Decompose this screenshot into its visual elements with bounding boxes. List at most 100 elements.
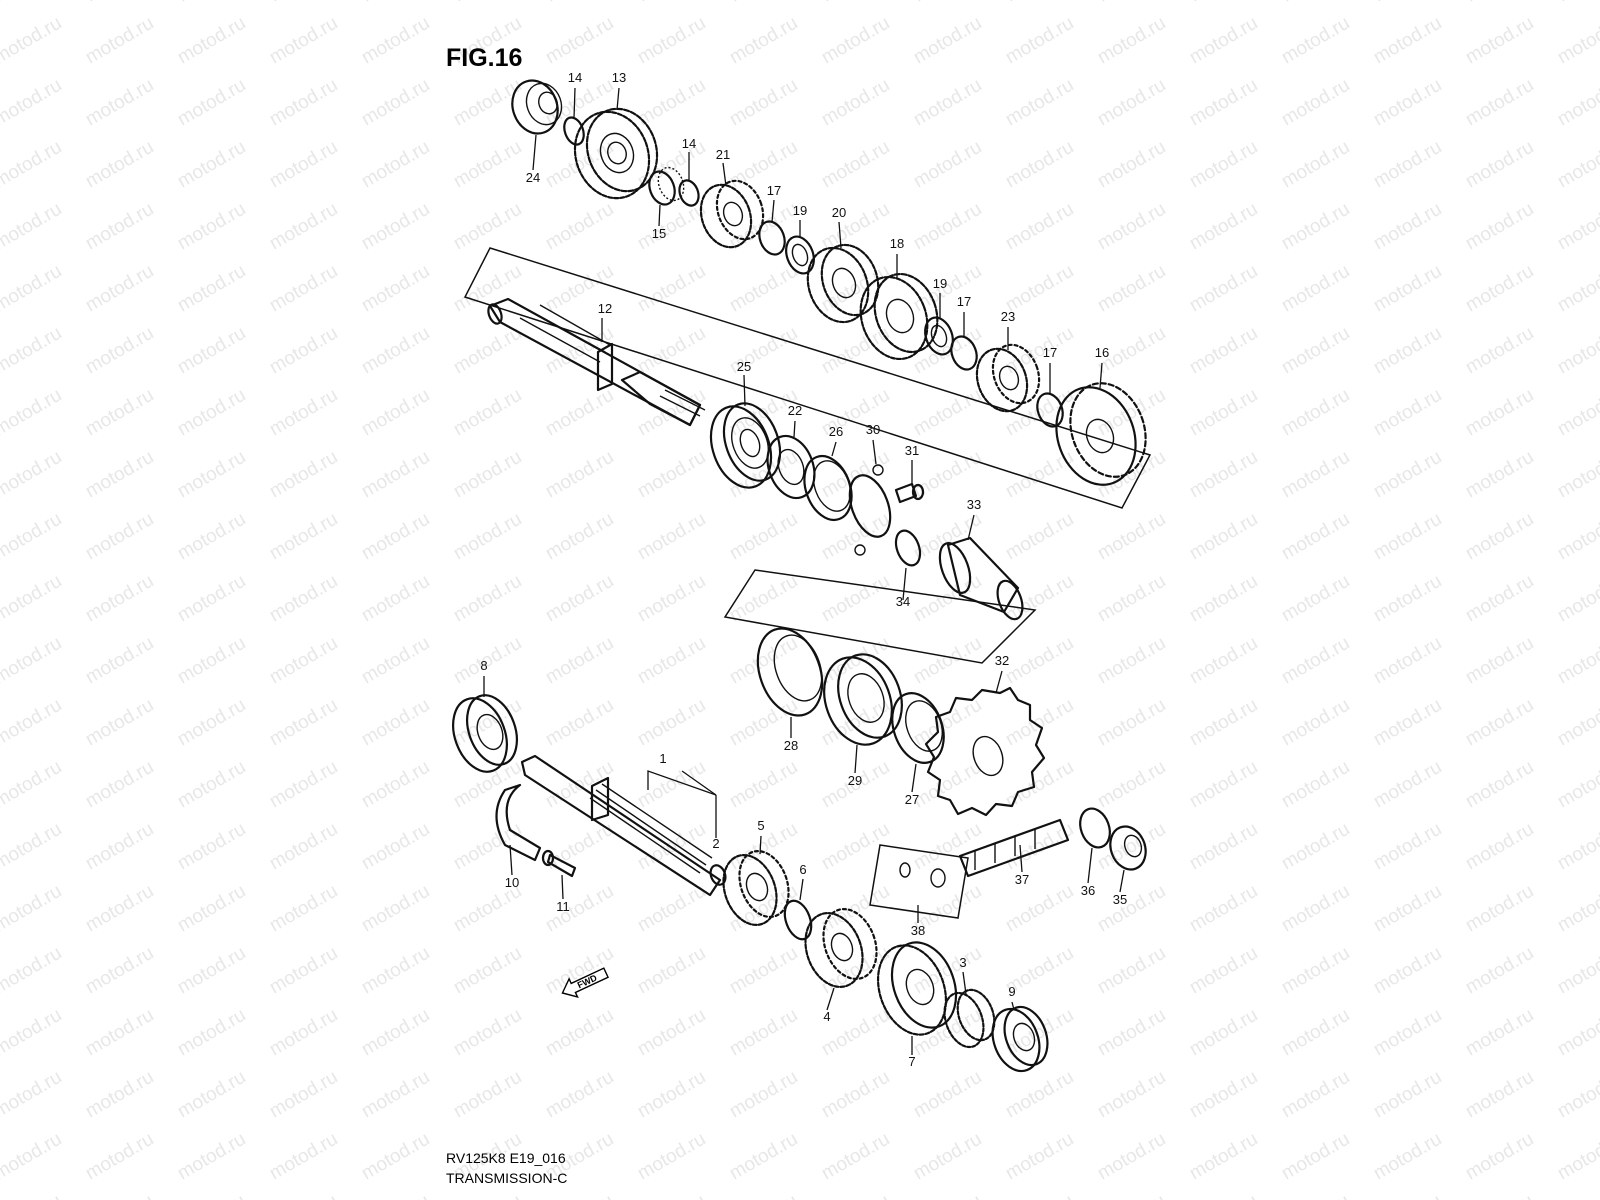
watermark-text: motod.ru [1370,385,1445,441]
watermark-text: motod.ru [266,1005,341,1061]
watermark-text: motod.ru [542,199,617,255]
watermark-text: motod.ru [0,633,65,689]
watermark-text: motod.ru [82,447,157,503]
watermark-text: motod.ru [266,819,341,875]
watermark-text: motod.ru [542,881,617,937]
stopper-10 [495,783,542,862]
watermark-text: motod.ru [82,75,157,131]
callout-number: 26 [829,424,843,439]
watermark-text: motod.ru [1554,757,1600,813]
callout-number: 31 [905,443,919,458]
watermark-text: motod.ru [1002,1067,1077,1123]
watermark-text: motod.ru [1094,695,1169,751]
watermark-text: motod.ru [1554,385,1600,441]
watermark-text: motod.ru [0,819,65,875]
bushing-27 [891,692,945,764]
watermark-text: motod.ru [0,881,65,937]
watermark-text: motod.ru [450,943,525,999]
watermark-text: motod.ru [1186,571,1261,627]
watermark-text: motod.ru [818,943,893,999]
watermark-text: motod.ru [1186,757,1261,813]
watermark-text: motod.ru [1094,447,1169,503]
watermark-text: motod.ru [82,1005,157,1061]
callout-number: 34 [896,594,910,609]
watermark-text: motod.ru [1186,1129,1261,1185]
watermark-text: motod.ru [266,199,341,255]
watermark-text: motod.ru [634,199,709,255]
watermark-text: motod.ru [910,1191,985,1200]
nut-35 [1109,825,1147,871]
gear-4 [804,908,878,988]
gear-23 [975,343,1041,413]
watermark-text: motod.ru [1002,633,1077,689]
watermark-text: motod.ru [1554,881,1600,937]
watermark-text: motod.ru [1186,447,1261,503]
watermark-text: motod.ru [910,447,985,503]
watermark-text: motod.ru [1002,1129,1077,1185]
watermark-text: motod.ru [1462,881,1537,937]
watermark-text: motod.ru [358,571,433,627]
watermark-text: motod.ru [634,13,709,69]
callout-number: 22 [788,403,802,418]
watermark-text: motod.ru [1462,1129,1537,1185]
watermark-text: motod.ru [542,13,617,69]
watermark-text: motod.ru [0,943,65,999]
watermark-text: motod.ru [1370,13,1445,69]
watermark-text: motod.ru [1094,509,1169,565]
watermark-text: motod.ru [82,0,157,6]
watermark-text: motod.ru [174,881,249,937]
chain-37 [958,818,1070,878]
callout-number: 2 [712,836,719,851]
watermark-text: motod.ru [82,881,157,937]
watermark-text: motod.ru [266,137,341,193]
callout-number: 17 [957,294,971,309]
watermark-text: motod.ru [1002,881,1077,937]
watermark-text: motod.ru [1186,509,1261,565]
callout-number: 5 [757,818,764,833]
gear-16 [1055,382,1147,486]
watermark-text: motod.ru [1462,1191,1537,1200]
watermark-text: motod.ru [1186,385,1261,441]
watermark-text: motod.ru [266,261,341,317]
watermark-text: motod.ru [542,1067,617,1123]
callout-number: 8 [480,658,487,673]
watermark-text: motod.ru [910,199,985,255]
watermark-text: motod.ru [1462,943,1537,999]
watermark-text: motod.ru [1094,943,1169,999]
watermark-text: motod.ru [634,881,709,937]
watermark-text: motod.ru [266,13,341,69]
watermark-text: motod.ru [174,633,249,689]
screw-11 [541,849,577,878]
watermark-text: motod.ru [82,199,157,255]
watermark-text: motod.ru [358,1005,433,1061]
watermark-text: motod.ru [82,1067,157,1123]
watermark-text: motod.ru [1002,0,1077,6]
watermark-text: motod.ru [1554,447,1600,503]
watermark-text: motod.ru [174,385,249,441]
watermark-text: motod.ru [266,0,341,6]
watermark-text: motod.ru [1094,1067,1169,1123]
watermark-text: motod.ru [634,695,709,751]
watermark-text: motod.ru [1554,323,1600,379]
watermark-text: motod.ru [1370,881,1445,937]
watermark-text: motod.ru [634,943,709,999]
watermark-text: motod.ru [358,819,433,875]
watermark-text: motod.ru [1370,819,1445,875]
watermark-text: motod.ru [174,509,249,565]
watermark-text: motod.ru [1370,1191,1445,1200]
watermark-text: motod.ru [1278,943,1353,999]
watermark-text: motod.ru [266,695,341,751]
gear-18 [859,272,939,361]
oil-seal-28 [756,627,824,717]
model-code: RV125K8 E19_016 [446,1150,566,1166]
watermark-text: motod.ru [1370,509,1445,565]
watermark-text: motod.ru [358,695,433,751]
callout-number: 14 [682,136,696,151]
watermark-text: motod.ru [1370,757,1445,813]
watermark-text: motod.ru [266,323,341,379]
callout-number: 17 [1043,345,1057,360]
watermark-text: motod.ru [1094,137,1169,193]
watermark-text: motod.ru [726,261,801,317]
watermark-text: motod.ru [1002,1191,1077,1200]
watermark-text: motod.ru [82,13,157,69]
